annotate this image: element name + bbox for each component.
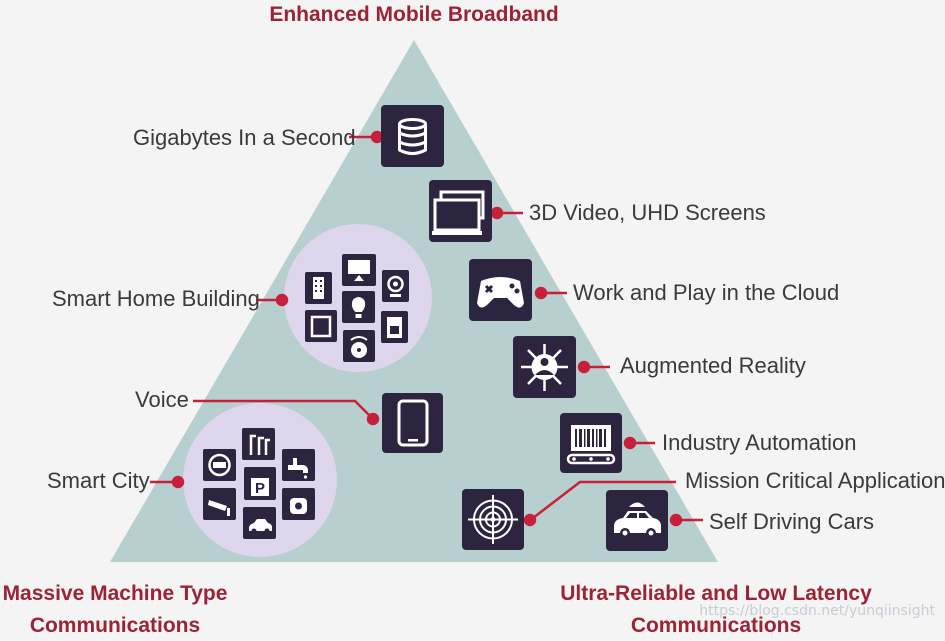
target-icon <box>462 489 524 550</box>
label-gigabytes: Gigabytes In a Second <box>133 125 356 150</box>
title-urllc-line1: Ultra-Reliable and Low Latency <box>560 582 872 605</box>
label-augmented-reality: Augmented Reality <box>620 353 806 378</box>
sensor-icon <box>282 488 315 520</box>
camera-icon <box>382 270 409 302</box>
parking-icon: P <box>244 467 276 500</box>
watermark: https://blog.csdn.net/yunqiinsight <box>699 603 935 619</box>
svg-text:P: P <box>255 480 265 497</box>
label-self-driving: Self Driving Cars <box>709 509 875 534</box>
smart-city-icons: P <box>203 428 315 539</box>
tablet-icon <box>305 310 337 342</box>
augmented-reality-icon <box>513 336 576 398</box>
tv-icon <box>342 254 376 286</box>
screens-icon <box>429 180 492 242</box>
label-mission-critical: Mission Critical Applications <box>685 468 945 493</box>
appliance-icon <box>381 311 408 343</box>
keypad-icon <box>305 272 332 304</box>
label-smart-home: Smart Home Building <box>52 286 260 311</box>
title-enhanced-mobile-broadband: Enhanced Mobile Broadband <box>269 3 559 26</box>
title-ultra-reliable: Ultra-Reliable and Low Latency Communica… <box>556 579 876 641</box>
bulb-icon <box>342 291 375 323</box>
streetlight-icon <box>242 428 275 460</box>
gamepad-icon <box>469 259 532 321</box>
meter-icon <box>203 449 236 481</box>
title-massive-machine-type: Massive Machine Type Communications <box>2 579 228 641</box>
label-industry-automation: Industry Automation <box>662 430 857 455</box>
title-urllc-line2: Communications <box>630 614 802 637</box>
radiation-sensor-icon <box>343 330 375 362</box>
conveyor-barcode-icon <box>560 413 622 473</box>
security-camera-icon <box>203 488 236 520</box>
database-icon <box>381 105 444 167</box>
label-work-play-cloud: Work and Play in the Cloud <box>573 280 840 305</box>
car-icon <box>606 490 668 551</box>
phone-icon <box>382 393 443 453</box>
label-3d-video: 3D Video, UHD Screens <box>529 200 766 225</box>
faucet-icon <box>282 449 315 481</box>
label-smart-city: Smart City <box>47 468 150 493</box>
title-mmtc-line2: Communications <box>29 614 201 637</box>
smart-home-icons <box>305 254 409 362</box>
title-mmtc-line1: Massive Machine Type <box>2 582 228 605</box>
connected-car-icon <box>243 507 276 539</box>
label-voice: Voice <box>135 387 189 412</box>
